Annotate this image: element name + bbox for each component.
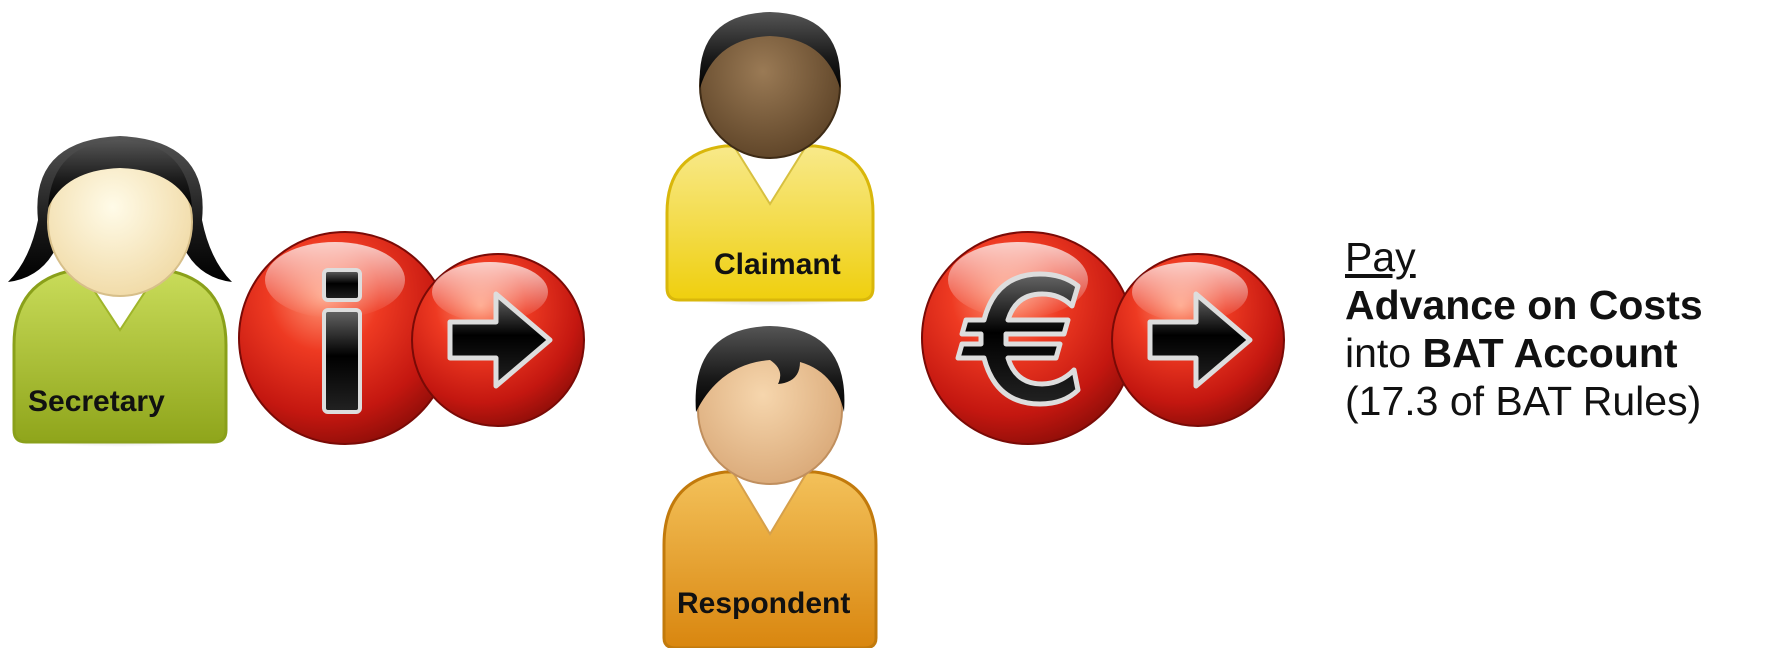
caption-subject: Advance on Costs [1345,282,1703,328]
euro-icon [918,228,1138,448]
claimant-figure [655,8,885,308]
respondent-label: Respondent [677,587,851,620]
arrow-right-icon [1108,250,1288,430]
secretary-figure [0,130,240,450]
claimant-label: Claimant [714,248,841,281]
caption-into: into [1345,330,1423,376]
caption-action: Pay [1345,234,1416,280]
caption-rule-reference: (17.3 of BAT Rules) [1345,378,1702,424]
payment-instruction: Pay Advance on Costs into BAT Account (1… [1345,233,1775,425]
caption-account: BAT Account [1422,330,1678,376]
arrow-right-icon [408,250,588,430]
secretary-label: Secretary [28,385,165,418]
